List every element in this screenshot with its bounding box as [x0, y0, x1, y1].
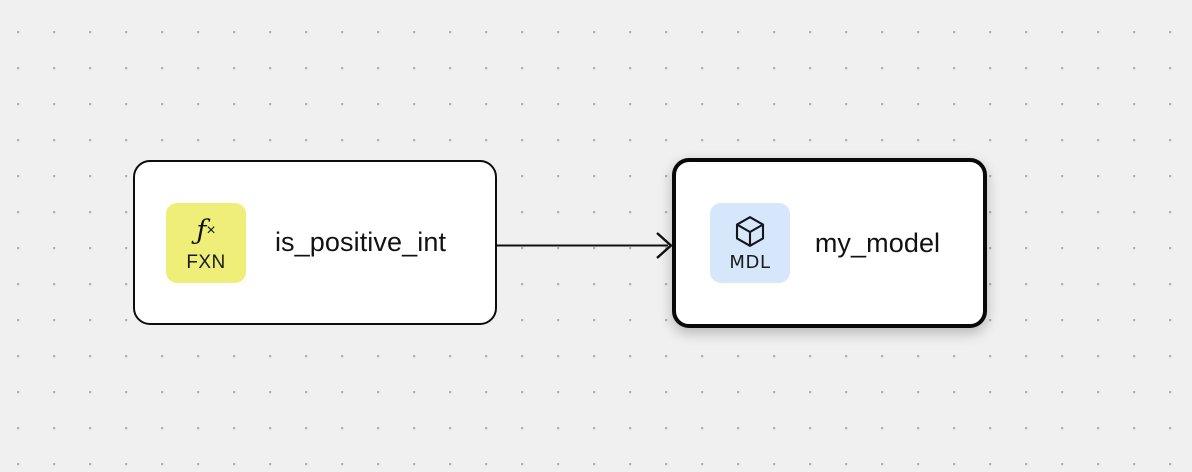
fxn-badge-caption: FXN: [186, 251, 226, 273]
fx-glyph-times: ×: [206, 221, 216, 239]
cube-icon-svg: [735, 216, 765, 247]
mdl-badge-caption: MDL: [729, 251, 771, 273]
node-is-positive-int[interactable]: ƒ× FXN is_positive_int: [133, 160, 497, 325]
fx-icon: ƒ×: [196, 214, 215, 248]
node-my-model[interactable]: MDL my_model: [672, 158, 987, 328]
node-label-is-positive-int: is_positive_int: [274, 227, 447, 257]
node-label-my-model: my_model: [814, 227, 941, 258]
edge-fxn-to-mdl[interactable]: [497, 232, 673, 259]
fx-glyph-letter: ƒ: [196, 215, 207, 246]
fxn-type-badge: ƒ× FXN: [166, 202, 246, 283]
arrowhead-icon: [656, 232, 673, 259]
cube-icon: [734, 215, 766, 249]
mdl-type-badge: MDL: [710, 203, 790, 283]
